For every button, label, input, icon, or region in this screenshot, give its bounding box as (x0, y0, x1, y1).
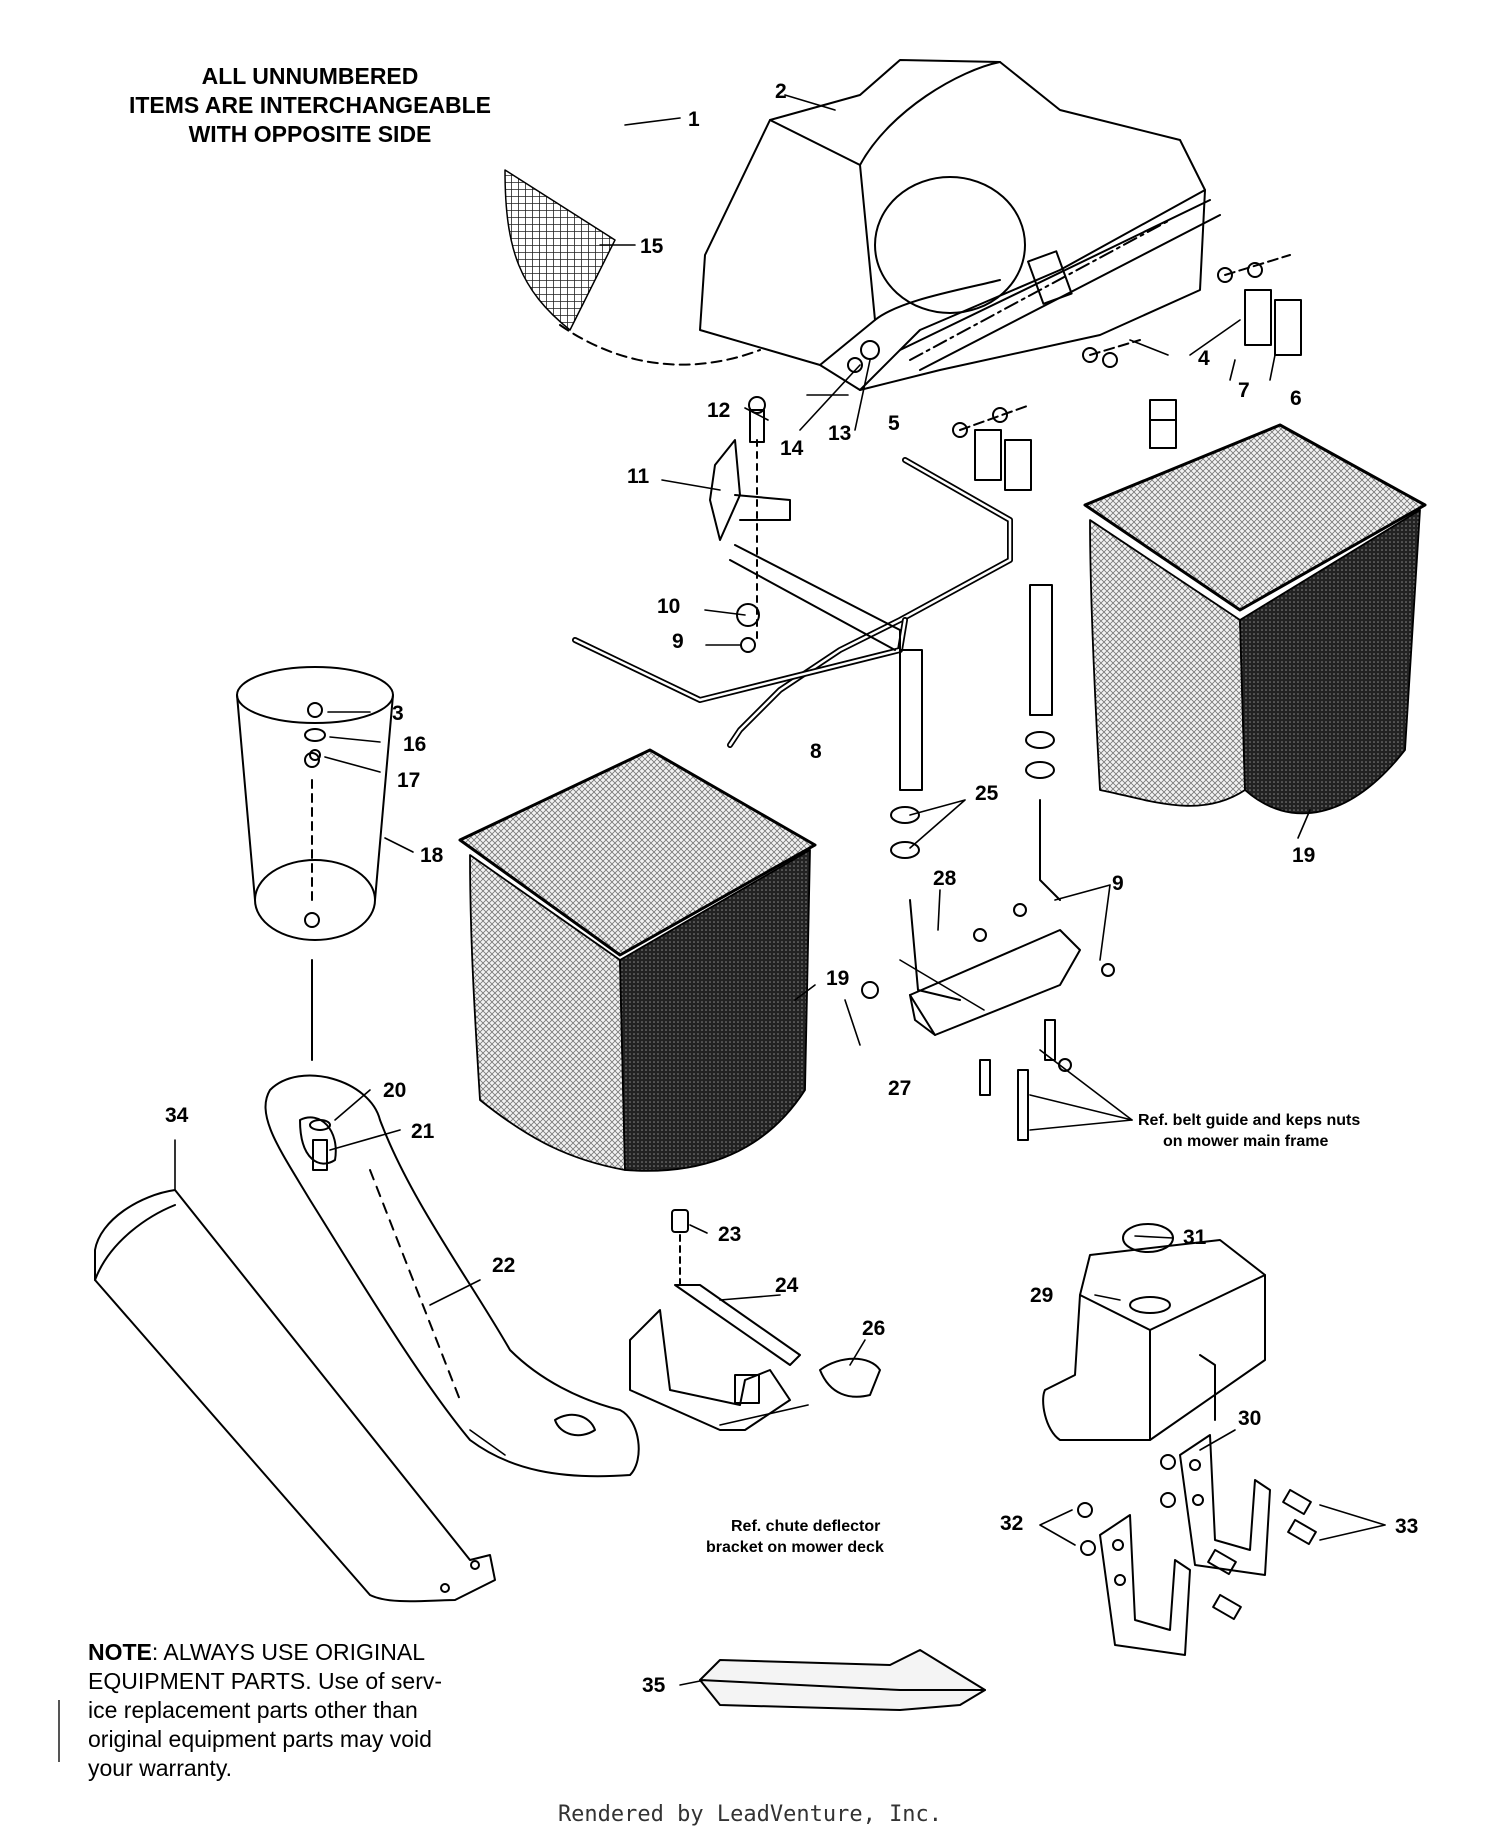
callout-13: 13 (828, 422, 851, 445)
ref-belt-guide-line-1: Ref. belt guide and keps nuts (1138, 1112, 1360, 1129)
callout-11: 11 (627, 465, 650, 488)
grass-bag-right (1083, 423, 1427, 815)
callout-19-left: 19 (826, 967, 849, 990)
callout-22: 22 (492, 1254, 515, 1277)
callout-14: 14 (780, 437, 804, 460)
note-line-2: EQUIPMENT PARTS. Use of serv- (88, 1668, 443, 1694)
callout-6: 6 (1290, 387, 1302, 410)
callout-19-right: 19 (1292, 844, 1315, 867)
heading-line-3: WITH OPPOSITE SIDE (188, 121, 432, 147)
ref-chute-line-2: bracket on mower deck (706, 1539, 884, 1556)
callout-4: 4 (1198, 347, 1210, 370)
mount-bracket-24 (629, 1209, 881, 1431)
frame-8 (572, 457, 1053, 791)
leader-lines (174, 94, 1386, 1686)
note-line-3: ice replacement parts other than (88, 1697, 418, 1723)
note-line-1: : ALWAYS USE ORIGINAL (151, 1639, 425, 1665)
support-bracket-11 (709, 396, 791, 641)
interchangeable-heading: ALL UNNUMBERED ITEMS ARE INTERCHANGEABLE… (90, 62, 530, 149)
callout-12: 12 (707, 399, 730, 422)
callout-8: 8 (810, 740, 822, 763)
mounting-straps-30 (1077, 1434, 1317, 1656)
cylinder-18 (236, 666, 394, 1061)
note-line-5: your warranty. (88, 1755, 233, 1781)
footer-credit: Rendered by LeadVenture, Inc. (557, 1802, 943, 1827)
callout-29: 29 (1030, 1284, 1053, 1307)
callout-1: 1 (688, 108, 700, 131)
blade-35 (699, 1649, 986, 1711)
callout-28: 28 (933, 867, 957, 890)
callout-9-lower: 9 (1112, 872, 1124, 895)
callout-26: 26 (862, 1317, 885, 1340)
callout-31: 31 (1183, 1226, 1207, 1249)
callout-16: 16 (403, 733, 426, 756)
margin-bar (58, 1700, 60, 1762)
callout-21: 21 (411, 1120, 435, 1143)
callout-35: 35 (642, 1674, 666, 1697)
callout-5: 5 (888, 412, 900, 435)
ref-chute-line-1: Ref. chute deflector (731, 1518, 880, 1535)
callout-33: 33 (1395, 1515, 1418, 1538)
blower-housing (699, 59, 1206, 391)
callout-27: 27 (888, 1077, 911, 1100)
callout-23: 23 (718, 1223, 741, 1246)
callout-3: 3 (392, 702, 404, 725)
ref-belt-guide-line-2: on mower main frame (1163, 1133, 1328, 1150)
heading-line-1: ALL UNNUMBERED (201, 63, 419, 89)
warranty-note: NOTE: ALWAYS USE ORIGINAL EQUIPMENT PART… (88, 1638, 488, 1783)
callout-17: 17 (397, 769, 420, 792)
callout-labels: 1 2 15 12 14 13 4 5 7 6 11 10 9 8 3 16 1… (165, 80, 1418, 1697)
callout-32: 32 (1000, 1512, 1023, 1535)
discharge-chute-22 (264, 1074, 640, 1478)
callout-30: 30 (1238, 1407, 1261, 1430)
note-line-4: original equipment parts may void (88, 1726, 432, 1752)
callout-7: 7 (1238, 379, 1250, 402)
callout-25: 25 (975, 782, 999, 805)
mounting-brackets (899, 199, 1302, 491)
callout-20: 20 (383, 1079, 406, 1102)
tube-34 (94, 1189, 496, 1603)
note-label: NOTE (88, 1639, 152, 1665)
heading-line-2: ITEMS ARE INTERCHANGEABLE (128, 92, 492, 118)
lower-bracket-28 (861, 731, 1115, 1141)
callout-9: 9 (672, 630, 684, 653)
grass-bag-left (458, 748, 817, 1172)
callout-18: 18 (420, 844, 444, 867)
weight-box-29 (1042, 1223, 1266, 1441)
callout-15: 15 (640, 235, 664, 258)
callout-2: 2 (775, 80, 787, 103)
callout-10: 10 (657, 595, 680, 618)
callout-24: 24 (775, 1274, 799, 1297)
callout-34: 34 (165, 1104, 189, 1127)
screen-part (504, 169, 761, 366)
